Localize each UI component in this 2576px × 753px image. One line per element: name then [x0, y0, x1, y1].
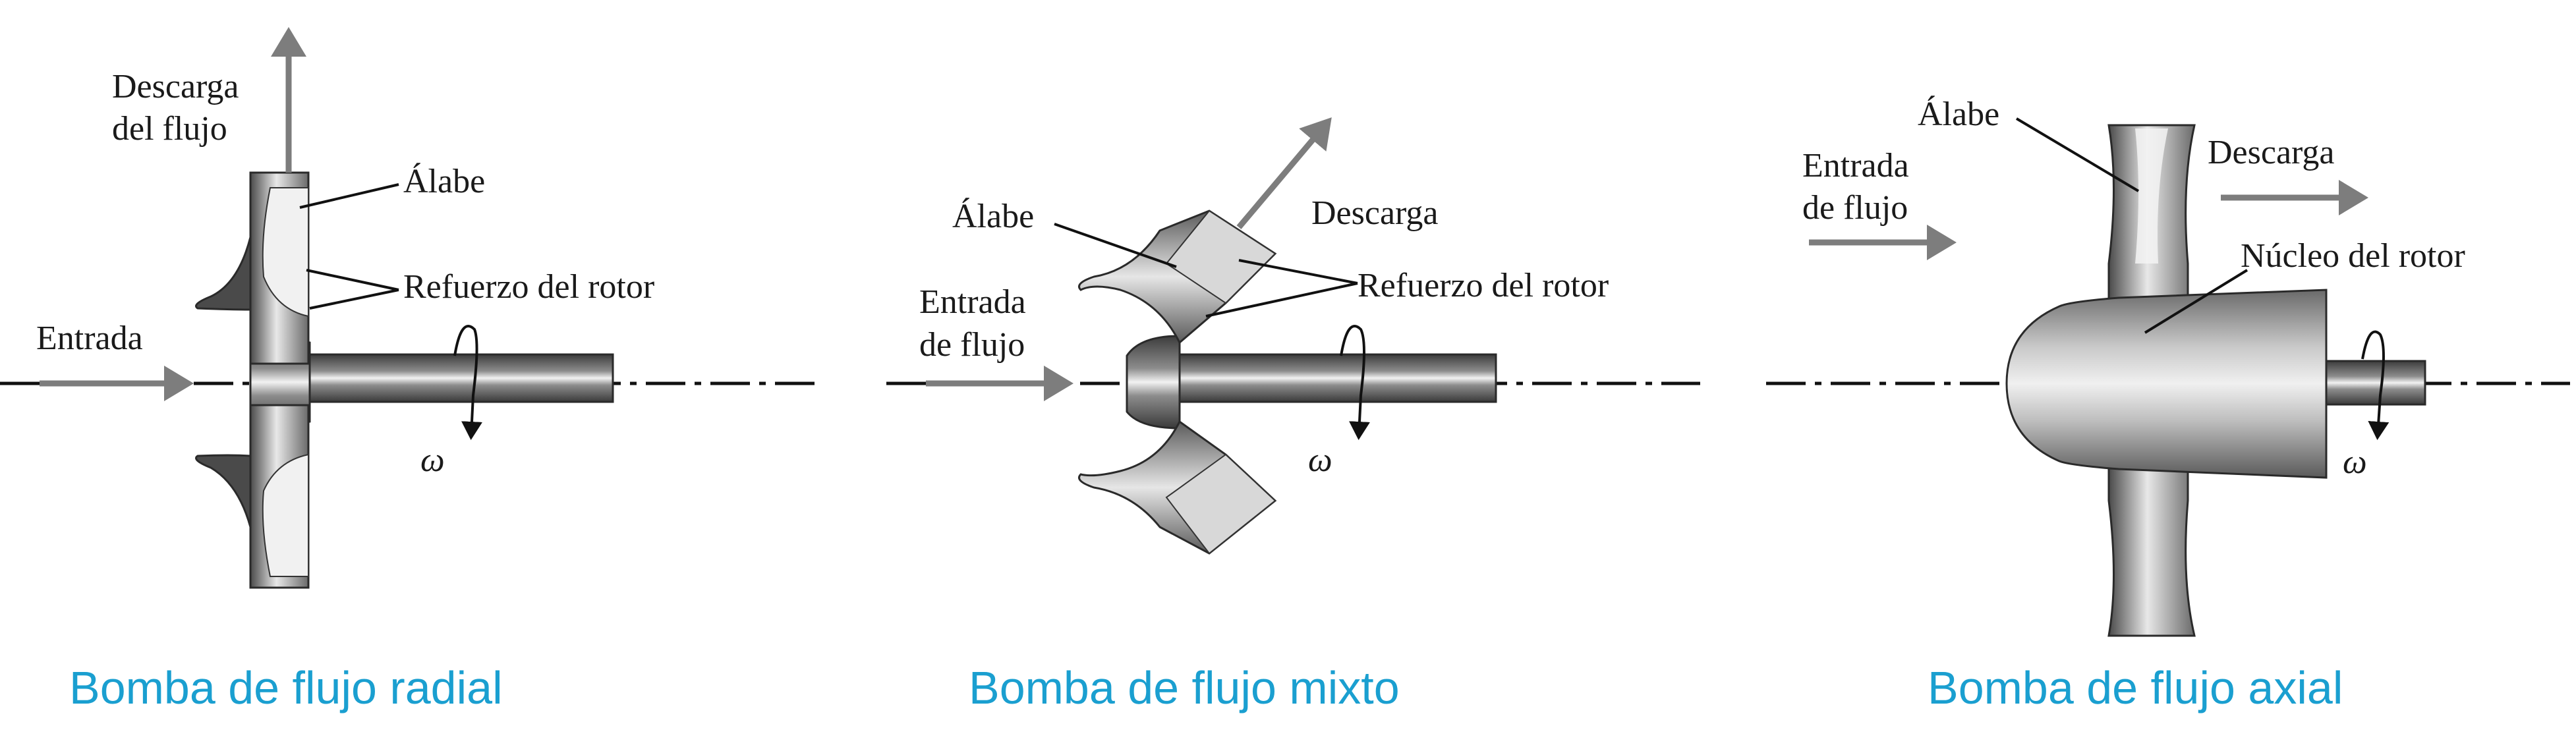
mixed-shroud-leader-a	[1238, 259, 1358, 285]
radial-upper-blade	[262, 187, 309, 318]
radial-pump-group: Descarga del flujo Álabe Refuerzo del ro…	[0, 27, 817, 713]
axial-blade-highlight	[2135, 128, 2168, 264]
mixed-shaft	[1172, 353, 1497, 403]
mixed-inlet-label-line1: Entrada	[919, 283, 1026, 321]
radial-shroud-leader-a	[306, 269, 399, 291]
mixed-inlet-label-line2: de flujo	[919, 326, 1025, 364]
radial-discharge-label-line1: Descarga	[112, 68, 239, 105]
mixed-pump-group: Álabe Descarga Refuerzo del rotor Entrad…	[886, 117, 1700, 713]
axial-hub-label: Núcleo del rotor	[2241, 237, 2465, 275]
axial-blade-leader	[2015, 117, 2140, 192]
mixed-blade-label: Álabe	[952, 197, 1034, 235]
mixed-hub	[1126, 335, 1181, 430]
axial-hub	[2005, 289, 2328, 479]
radial-rotation-arrow	[453, 325, 482, 440]
radial-blade-leader	[299, 183, 399, 209]
mixed-caption: Bomba de flujo mixto	[969, 662, 1400, 713]
radial-lower-blade	[262, 453, 309, 577]
axial-hub-leader	[2144, 269, 2248, 334]
axial-pump-group: Álabe Entrada de flujo Descarga Núcleo d…	[1766, 95, 2570, 713]
radial-shaft	[302, 353, 614, 403]
axial-inlet-label-line2: de flujo	[1802, 189, 1908, 227]
radial-shroud-leader-b	[309, 289, 399, 310]
mixed-shroud-leader-b	[1205, 282, 1358, 318]
radial-shroud-label: Refuerzo del rotor	[403, 268, 654, 306]
radial-omega-label: ω	[420, 441, 445, 479]
mixed-upper-blade-face	[1165, 209, 1276, 304]
axial-shaft	[2325, 360, 2426, 406]
mixed-blade-leader	[1054, 223, 1177, 268]
radial-upper-shroud	[195, 237, 252, 311]
mixed-lower-blade-face	[1165, 453, 1276, 555]
axial-blade-label: Álabe	[1918, 95, 1999, 133]
radial-inlet-label: Entrada	[36, 320, 143, 357]
radial-caption: Bomba de flujo radial	[69, 662, 503, 713]
mixed-discharge-label: Descarga	[1311, 194, 1439, 232]
mixed-rotation-arrow	[1340, 325, 1370, 440]
axial-omega-label: ω	[2343, 443, 2367, 481]
axial-caption: Bomba de flujo axial	[1928, 662, 2343, 713]
radial-discharge-label-line2: del flujo	[112, 110, 227, 148]
radial-lower-shroud	[195, 454, 252, 528]
axial-inlet-label-line1: Entrada	[1802, 147, 1909, 184]
axial-discharge-label: Descarga	[2208, 134, 2335, 171]
axial-rotation-arrow	[2361, 330, 2390, 440]
mixed-omega-label: ω	[1308, 441, 1332, 479]
mixed-shroud-label: Refuerzo del rotor	[1358, 267, 1609, 304]
mixed-discharge-arrow	[1236, 117, 1332, 229]
radial-blade-label: Álabe	[403, 162, 485, 200]
